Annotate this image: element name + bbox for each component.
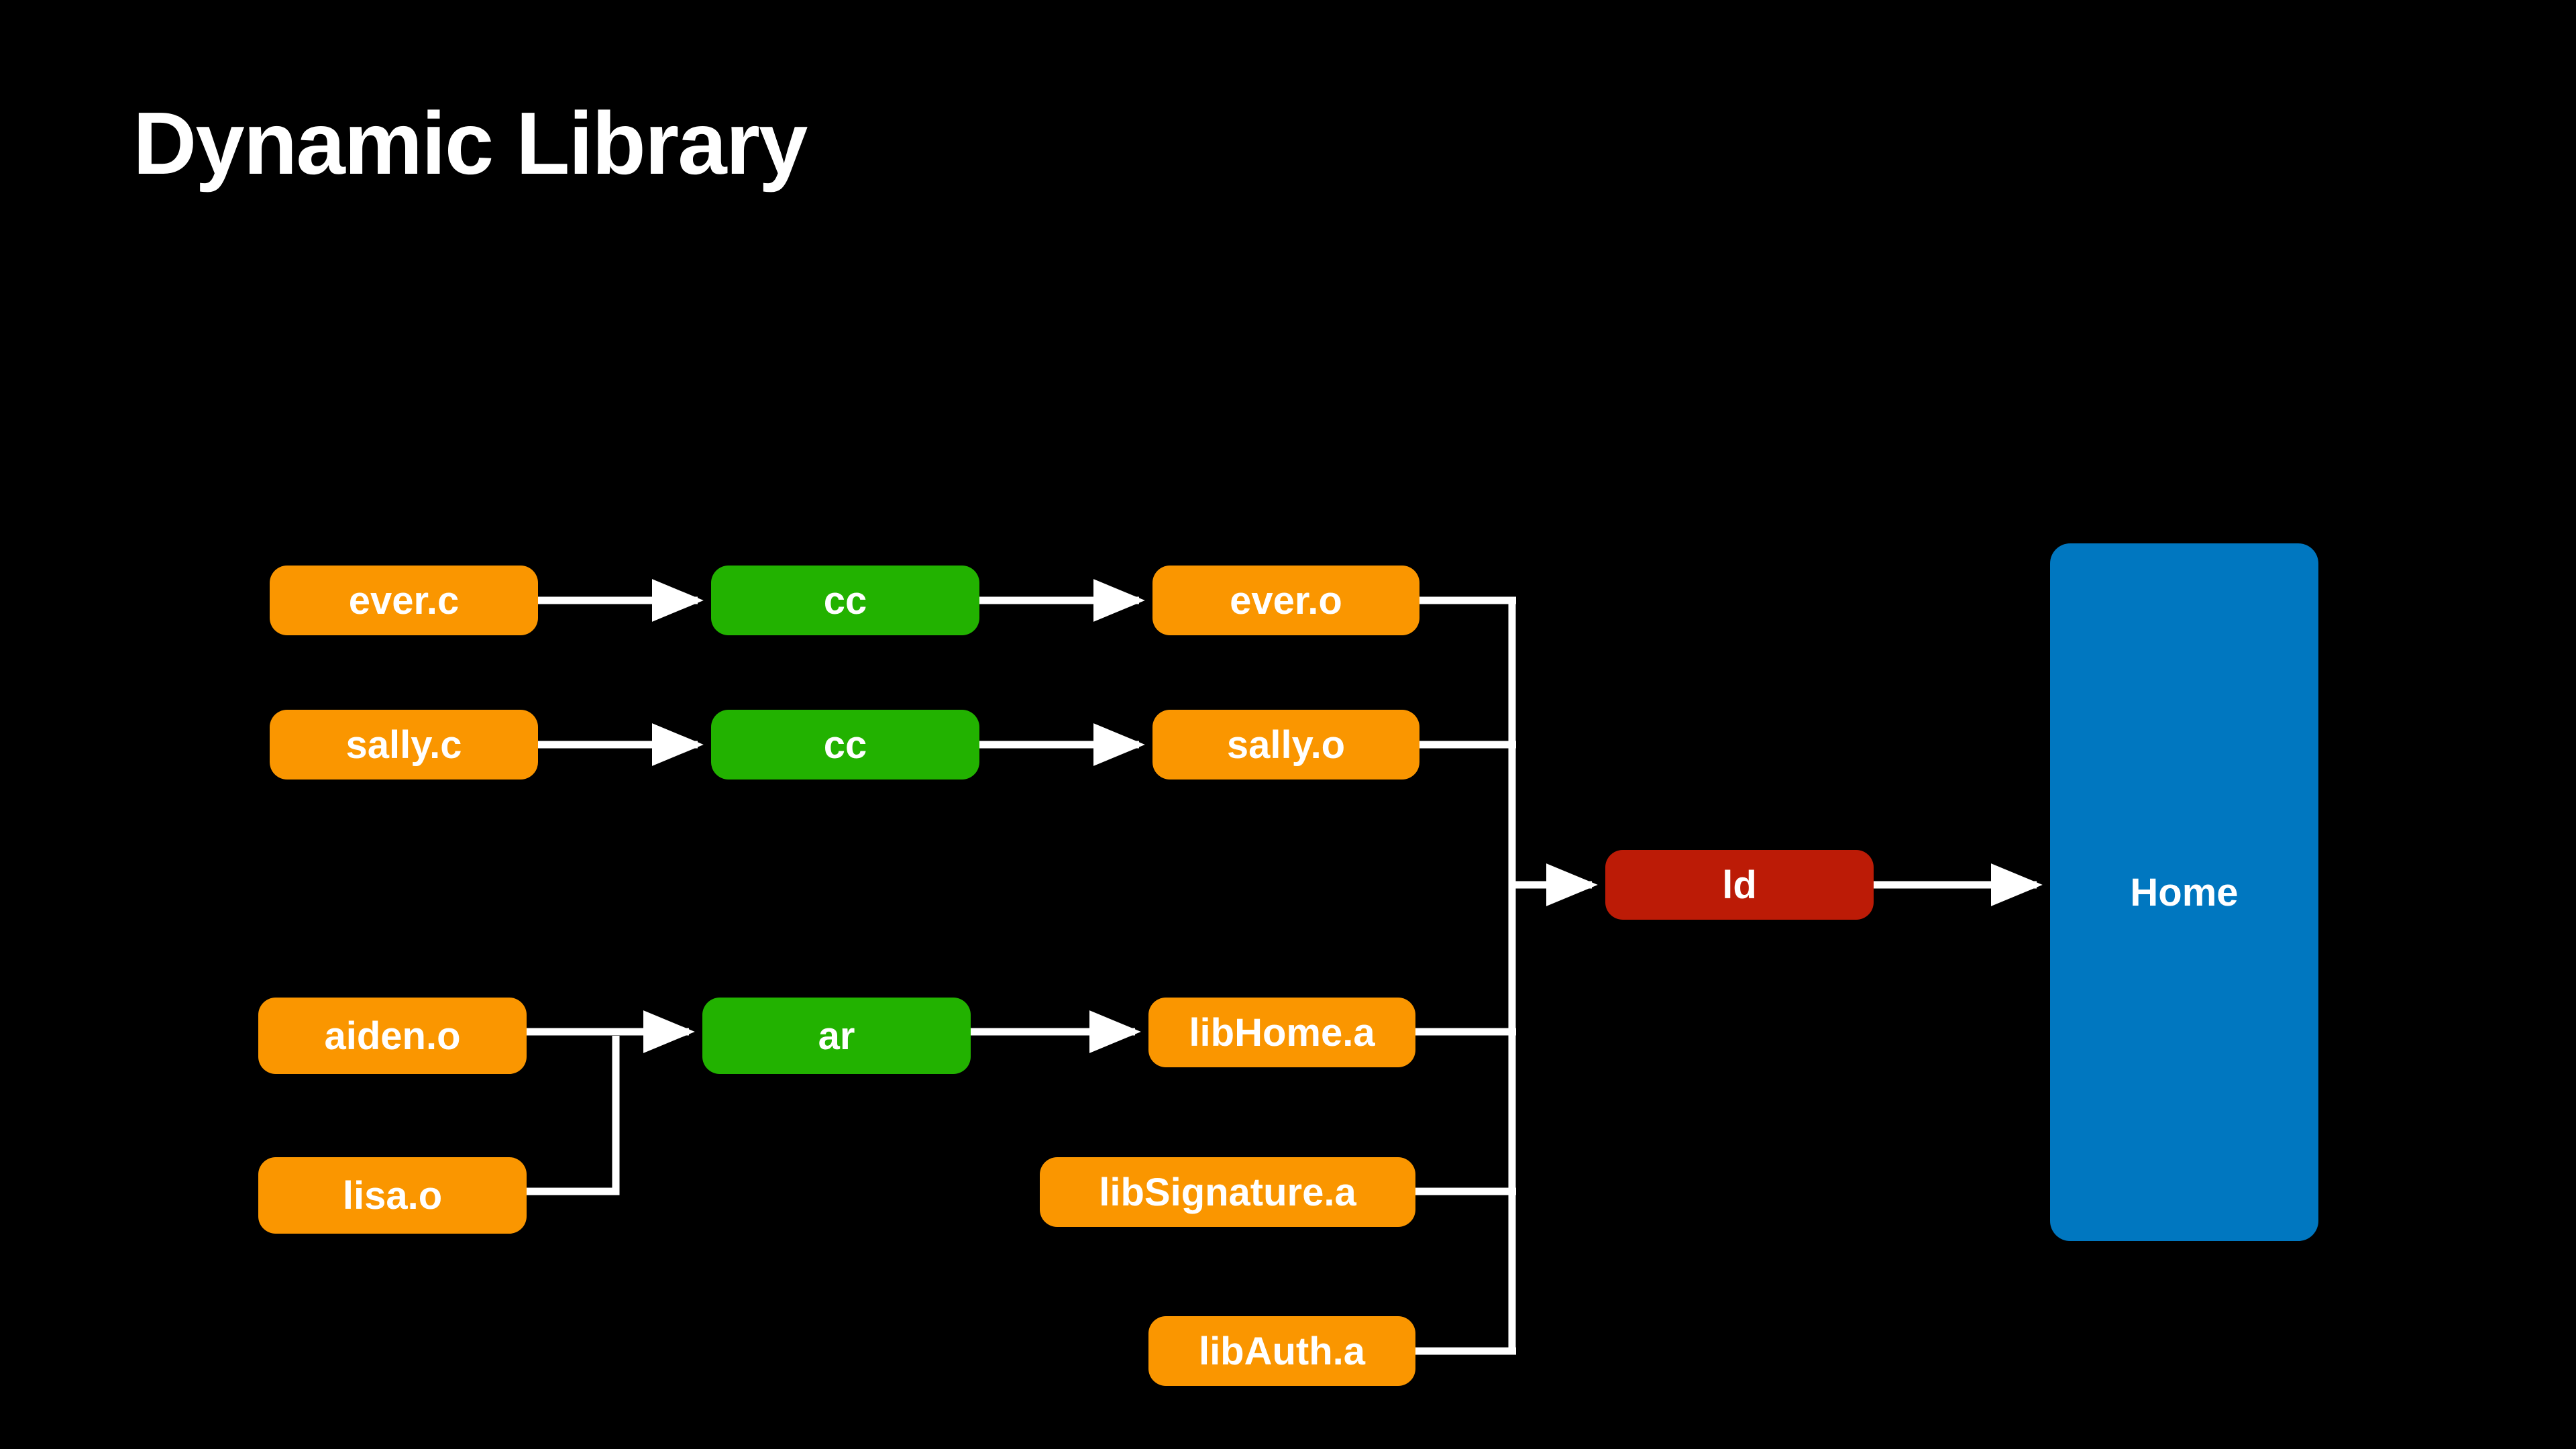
- node-ever-c[interactable]: ever.c: [270, 566, 538, 635]
- node-label: ever.c: [348, 578, 460, 623]
- node-label: aiden.o: [324, 1014, 461, 1058]
- node-libauth-a[interactable]: libAuth.a: [1148, 1316, 1415, 1386]
- node-label: ever.o: [1230, 578, 1342, 623]
- node-sally-c[interactable]: sally.c: [270, 710, 538, 780]
- page-title: Dynamic Library: [133, 94, 808, 193]
- node-aiden-o[interactable]: aiden.o: [258, 998, 527, 1074]
- node-label: cc: [823, 578, 867, 623]
- node-lisa-o[interactable]: lisa.o: [258, 1157, 527, 1234]
- node-cc-bottom[interactable]: cc: [711, 710, 979, 780]
- node-label: ar: [818, 1014, 855, 1058]
- node-label: libHome.a: [1189, 1010, 1375, 1055]
- node-ever-o[interactable]: ever.o: [1152, 566, 1419, 635]
- node-ld[interactable]: ld: [1605, 850, 1874, 920]
- node-label: lisa.o: [342, 1173, 443, 1218]
- node-sally-o[interactable]: sally.o: [1152, 710, 1419, 780]
- node-home[interactable]: Home: [2050, 543, 2318, 1241]
- node-label: sally.c: [345, 722, 462, 767]
- node-label: libSignature.a: [1099, 1170, 1356, 1214]
- node-libsignature-a[interactable]: libSignature.a: [1040, 1157, 1415, 1227]
- node-libhome-a[interactable]: libHome.a: [1148, 998, 1415, 1067]
- edge-lisao-to-ar: [527, 1036, 620, 1195]
- node-label: Home: [2130, 870, 2239, 914]
- node-label: cc: [823, 722, 867, 767]
- node-label: ld: [1722, 863, 1757, 907]
- node-label: libAuth.a: [1198, 1329, 1366, 1373]
- node-label: sally.o: [1226, 722, 1346, 767]
- node-cc-top[interactable]: cc: [711, 566, 979, 635]
- node-ar[interactable]: ar: [702, 998, 971, 1074]
